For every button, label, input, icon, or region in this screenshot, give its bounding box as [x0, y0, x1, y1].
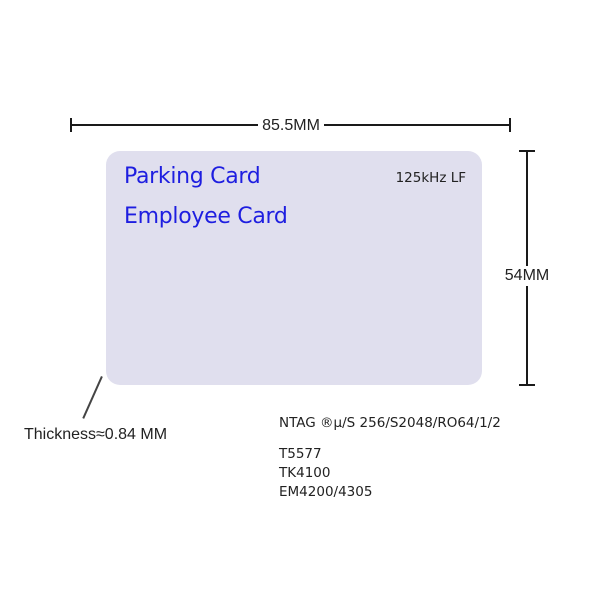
width-dimension-label: 85.5MM: [258, 117, 324, 134]
card-title-employee: Employee Card: [124, 204, 288, 229]
chip-primary: NTAG ®μ/S 256/S2048/RO64/1/2: [279, 414, 501, 433]
thickness-leader-line: [82, 376, 103, 419]
width-dimension-label-wrap: 85.5MM: [0, 115, 582, 135]
chip-primary-text: NTAG ®μ/S 256/S2048/RO64/1/2: [279, 415, 501, 431]
rfid-card: Parking Card Employee Card 125kHz LF: [106, 151, 482, 385]
card-frequency-label: 125kHz LF: [395, 170, 466, 186]
card-title-parking: Parking Card: [124, 164, 261, 189]
chip-list-item: EM4200/4305: [279, 484, 373, 500]
height-dimension-bottom-cap: [519, 384, 535, 386]
height-dimension-label: 54MM: [502, 266, 552, 286]
chip-list: T5577 TK4100 EM4200/4305: [279, 445, 372, 502]
height-dimension-top-cap: [519, 150, 535, 152]
width-dimension-right-cap: [509, 118, 511, 132]
width-dimension-left-cap: [70, 118, 72, 132]
thickness-label: Thickness≈0.84 MM: [24, 426, 168, 443]
chip-list-item: TK4100: [279, 465, 331, 481]
chip-list-item: T5577: [279, 446, 322, 462]
